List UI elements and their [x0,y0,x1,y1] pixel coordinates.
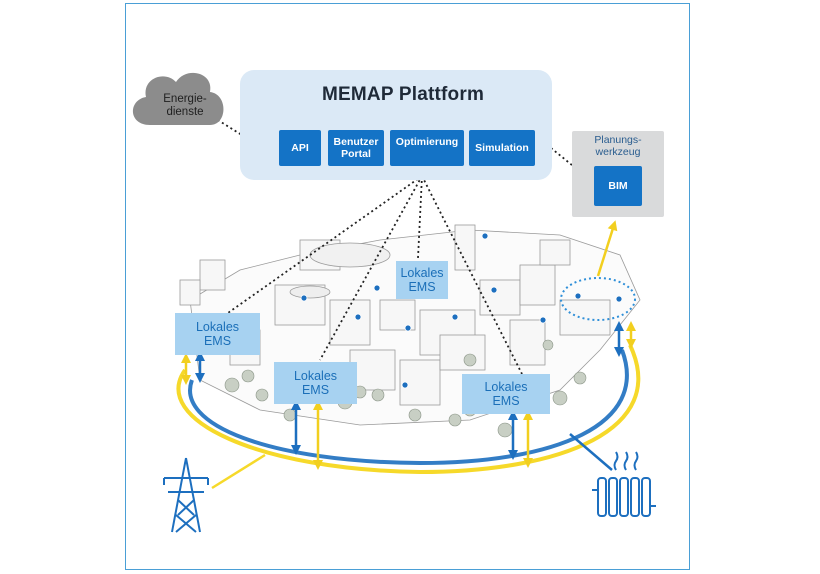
highlighted-building-circle [560,277,636,321]
heater-line [569,433,613,471]
platform-title: MEMAP Plattform [322,84,485,105]
outer-frame [125,3,690,570]
api-module: API [279,130,321,166]
cloud-icon [132,72,224,125]
user-portal-module: Benutzer Portal [328,130,384,166]
electricity-ring [176,344,641,475]
power-tower-line [211,453,266,490]
local-ems-box: Lokales EMS [274,362,357,404]
platform-connection-lines [204,111,579,375]
simulation-module: Simulation [469,130,535,166]
optimization-module: Optimierung [390,130,464,166]
ems-exchange-arrows [181,220,636,470]
bim-module: BIM [594,166,642,206]
local-ems-box: Lokales EMS [175,313,260,355]
energy-services-label: Energie- dienste [163,93,207,118]
power-tower-icon [163,457,209,533]
local-ems-box: Lokales EMS [396,261,448,299]
local-ems-box: Lokales EMS [462,374,550,414]
heater-icon [592,451,656,517]
planning-tool-label: Planungs- werkzeug [594,134,642,158]
heat-ring [188,349,629,466]
